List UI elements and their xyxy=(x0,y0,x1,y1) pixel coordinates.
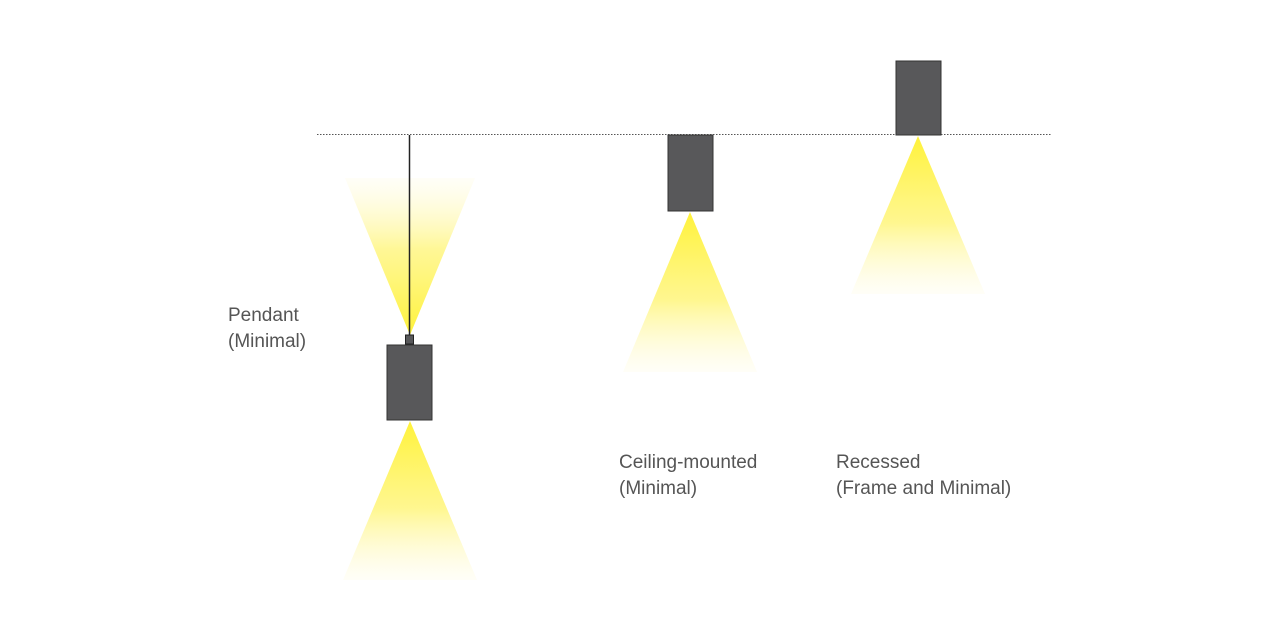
pendant-body xyxy=(386,344,433,421)
pendant-label: Pendant (Minimal) xyxy=(228,303,306,355)
ceiling-mounted-label-variant: (Minimal) xyxy=(619,478,698,499)
pendant-downlight-beam xyxy=(343,421,477,580)
pendant-fixture xyxy=(343,135,477,580)
ceiling-mounted-fixture xyxy=(623,134,757,372)
pendant-label-variant: (Minimal) xyxy=(228,331,307,352)
ceiling-mounted-label-name: Ceiling-mounted xyxy=(619,452,758,473)
recessed-label-variant: (Frame and Minimal) xyxy=(836,478,1012,499)
recessed-label-name: Recessed xyxy=(836,452,921,473)
recessed-fixture xyxy=(851,60,985,294)
recessed-label: Recessed (Frame and Minimal) xyxy=(836,450,1011,502)
pendant-cable-connector xyxy=(405,334,414,345)
recessed-body xyxy=(895,60,942,136)
ceiling-mounted-body xyxy=(667,134,714,212)
pendant-label-name: Pendant xyxy=(228,305,299,326)
recessed-downlight-beam xyxy=(851,136,985,294)
ceiling-mounted-downlight-beam xyxy=(623,212,757,372)
ceiling-mounted-label: Ceiling-mounted (Minimal) xyxy=(619,450,757,502)
